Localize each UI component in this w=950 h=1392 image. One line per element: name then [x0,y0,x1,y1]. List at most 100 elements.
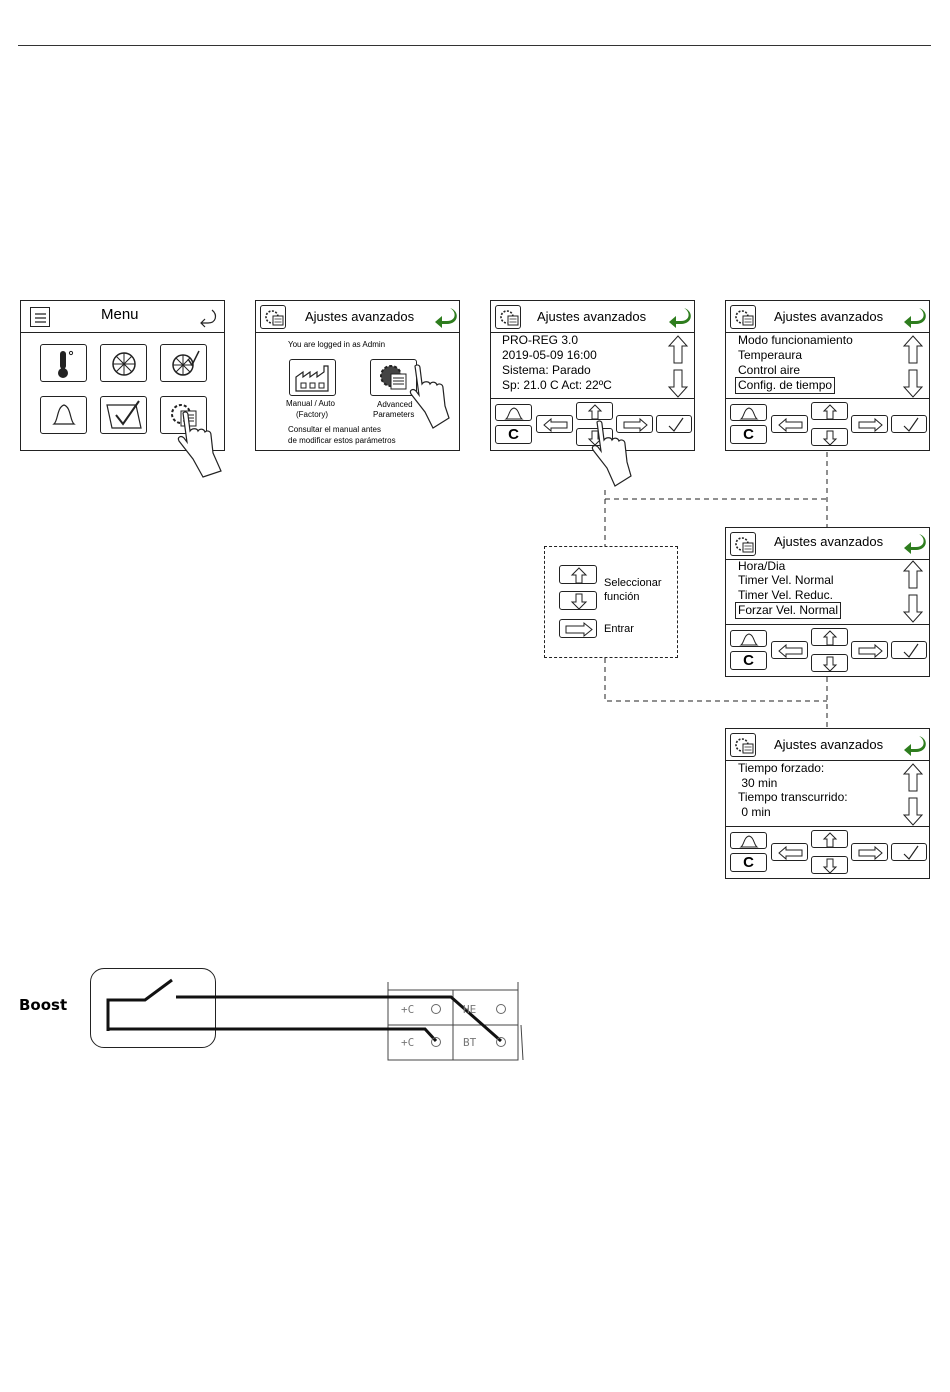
advanced-settings-icon [260,305,286,329]
down-button[interactable] [811,428,848,446]
confirm-button[interactable] [891,641,927,659]
fan-check-tile[interactable] [160,344,207,382]
fan-check-icon [172,350,200,376]
manual-auto-button[interactable] [289,359,336,396]
forced-divider [726,826,929,827]
legend-up-button [559,565,597,584]
modes-item-3[interactable]: Control aire [738,363,801,377]
right-button[interactable] [851,415,888,433]
scroll-up-icon [667,335,689,364]
note-line2: de modificar estos parámetros [288,436,396,445]
scroll-arrows[interactable] [667,335,689,401]
scroll-up-icon [902,560,924,589]
c-button[interactable]: C [730,651,767,670]
terminal-c1: +C [401,1003,415,1016]
arrow-right-icon [858,845,883,861]
advanced-settings-icon [495,305,521,329]
scroll-arrows[interactable] [902,763,924,829]
modes-item-1[interactable]: Modo funcionamiento [738,333,853,347]
left-button[interactable] [771,843,808,861]
back-arrow-icon[interactable] [902,306,926,328]
return-icon[interactable] [196,307,218,329]
back-arrow-icon[interactable] [433,306,457,328]
arrow-right-icon [565,621,593,638]
arrow-right-icon [858,643,883,659]
checklist-tile[interactable] [100,396,147,434]
right-button[interactable] [851,843,888,861]
hand-pointer-icon [177,411,222,478]
arrow-down-icon [822,656,838,672]
boost-label: Boost [19,996,68,1014]
top-rule [18,45,931,46]
login-header [256,301,459,333]
time-item-2[interactable]: Timer Vel. Normal [738,573,834,587]
back-arrow-icon[interactable] [667,306,691,328]
left-button[interactable] [771,415,808,433]
c-button[interactable]: C [730,853,767,872]
left-button[interactable] [536,415,573,433]
confirm-button[interactable] [656,415,692,433]
info-line-3: Sistema: Parado [502,363,591,377]
modes-item-2[interactable]: Temperaura [738,348,803,362]
forced-header [726,729,929,761]
terminal-he: HE [463,1003,477,1016]
time-item-3[interactable]: Timer Vel. Reduc. [738,588,833,602]
forced-title: Ajustes avanzados [774,737,884,752]
scroll-arrows[interactable] [902,560,924,626]
scroll-down-icon [902,369,924,398]
right-button[interactable] [616,415,653,433]
temperature-tile[interactable] [40,344,87,382]
forced-screen: Ajustes avanzados Tiempo forzado: 30 min… [725,728,930,879]
advanced-parameters-button[interactable] [370,359,417,396]
up-button[interactable] [811,830,848,848]
thermometer-icon [58,350,74,378]
up-button[interactable] [576,402,613,420]
alarm-button[interactable] [730,404,767,421]
legend-enter: Entrar [604,623,634,635]
advanced-settings-icon [380,365,407,390]
factory-icon [295,365,329,392]
legend-select-line1: Seleccionar [604,577,662,589]
left-button[interactable] [771,641,808,659]
menu-icon[interactable] [30,307,50,327]
back-arrow-icon[interactable] [902,734,926,756]
modes-item-selected[interactable]: Config. de tiempo [735,377,836,394]
arrow-left-icon [778,845,803,861]
switch-box [90,968,216,1048]
scroll-arrows[interactable] [902,335,924,401]
scroll-down-icon [667,369,689,398]
c-button[interactable]: C [495,425,532,444]
right-button[interactable] [851,641,888,659]
alarm-button[interactable] [495,404,532,421]
note-line1: Consultar el manual antes [288,425,381,434]
up-button[interactable] [811,628,848,646]
alarm-button[interactable] [730,630,767,647]
time-item-selected[interactable]: Forzar Vel. Normal [735,602,842,619]
check-icon [668,417,684,432]
info-line-4: Sp: 21.0 C Act: 22ºC [502,378,612,392]
confirm-button[interactable] [891,415,927,433]
legend-right-button [559,619,597,638]
time-divider [726,624,929,625]
fan-tile[interactable] [100,344,147,382]
down-button[interactable] [811,654,848,672]
modes-header [726,301,929,333]
login-title: Ajustes avanzados [305,309,415,324]
option2-line2: Parameters [373,410,415,419]
c-button[interactable]: C [730,425,767,444]
advanced-settings-icon [730,532,756,556]
arrow-right-icon [623,417,648,433]
logged-in-text: You are logged in as Admin [288,340,386,349]
arrow-left-icon [778,417,803,433]
scroll-down-icon [902,594,924,623]
down-button[interactable] [811,856,848,874]
arrow-up-icon [587,404,603,420]
confirm-button[interactable] [891,843,927,861]
time-item-1[interactable]: Hora/Dia [738,559,786,573]
alarm-button[interactable] [730,832,767,849]
bell-icon [739,407,759,420]
alarm-tile[interactable] [40,396,87,434]
up-button[interactable] [811,402,848,420]
back-arrow-icon[interactable] [902,532,926,554]
